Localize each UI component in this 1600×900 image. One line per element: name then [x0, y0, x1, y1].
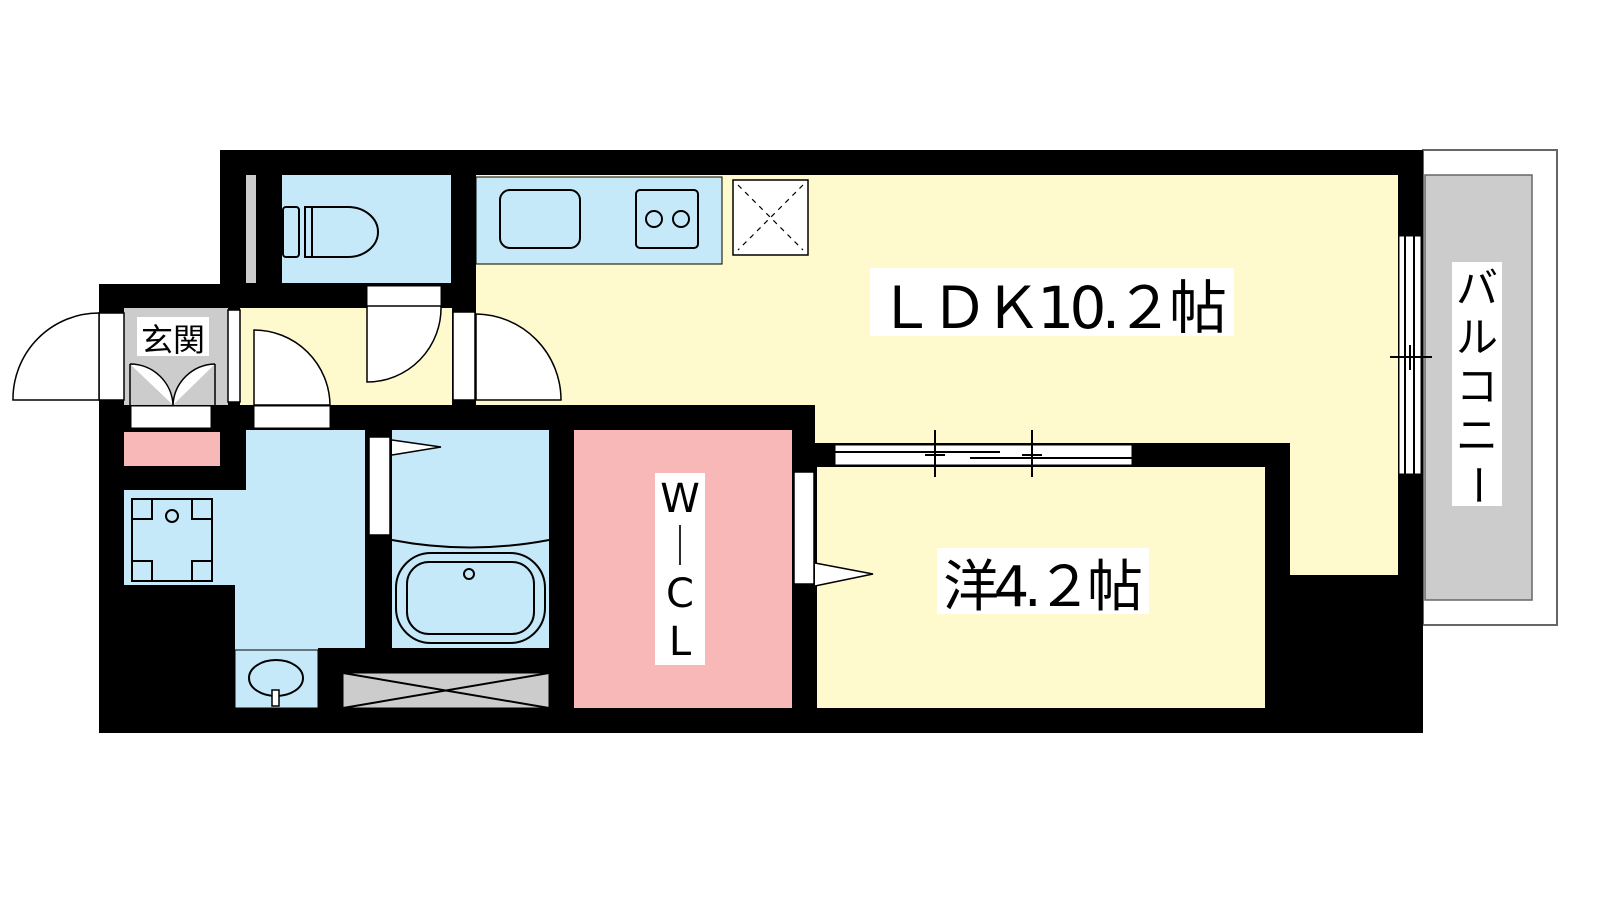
entrance-label: 玄関 [141, 321, 205, 359]
western-room-label: 洋4.２帖 [943, 555, 1143, 620]
storage-shelf [124, 432, 220, 466]
balcony-label-1: バ [1456, 264, 1498, 313]
balcony-label-2: ル [1456, 313, 1498, 362]
wic-label-sep: ｜ [660, 524, 700, 570]
kitchen-counter [475, 176, 723, 265]
stove-icon [635, 189, 699, 249]
sink-icon [499, 189, 581, 249]
ldk-door[interactable] [475, 313, 562, 401]
bathtub-icon [395, 552, 546, 644]
wic-label-l: L [669, 619, 692, 665]
toilet-icon [282, 206, 379, 258]
front-door-frame[interactable] [98, 312, 125, 401]
bathroom-door[interactable] [368, 436, 391, 536]
toilet-shelf [246, 175, 256, 283]
sliding-door[interactable] [834, 430, 1133, 477]
washroom-door[interactable] [253, 329, 331, 406]
toilet-room [282, 175, 451, 283]
bathroom [392, 430, 549, 648]
balcony-label-3: コ [1456, 362, 1498, 411]
balcony-label-5: ー [1453, 464, 1502, 506]
shoe-cabinet-door[interactable] [129, 363, 216, 406]
wic-label-w: W [660, 476, 700, 522]
balcony-window[interactable] [1390, 235, 1432, 475]
balcony-label-4: ニ [1456, 411, 1498, 460]
front-door[interactable] [12, 312, 100, 401]
washing-machine-icon [131, 498, 213, 582]
toilet-door[interactable] [366, 305, 442, 383]
ldk-label: ＬＤＫ10.２帖 [877, 274, 1227, 342]
wic-door[interactable] [793, 471, 815, 585]
wic-label-c: C [666, 571, 694, 617]
